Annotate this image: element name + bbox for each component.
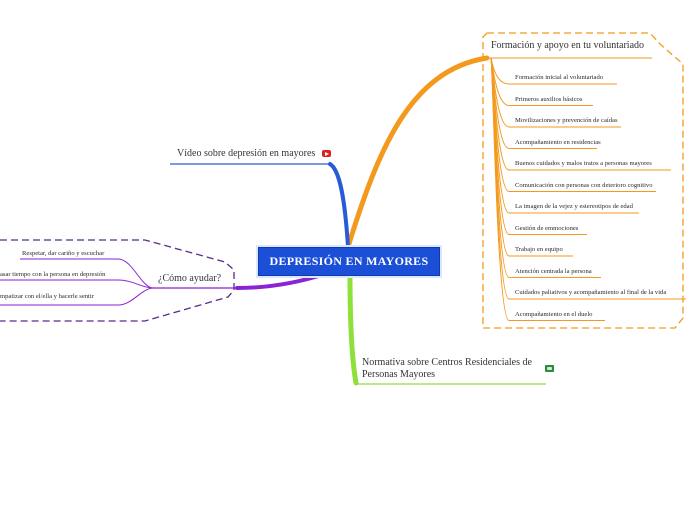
branch-line-formacion	[345, 55, 490, 250]
formacion-subtopic[interactable]: Acompañamiento en residencias	[515, 138, 601, 146]
formacion-subtopic[interactable]: La imagen de la vejez y estereotipos de …	[515, 203, 633, 210]
ayudar-connector-3	[0, 287, 153, 306]
youtube-icon[interactable]	[322, 150, 331, 157]
formacion-subtopic[interactable]: Movilizaciones y prevención de caídas	[515, 117, 618, 124]
ayudar-connector-1	[20, 258, 153, 289]
formacion-subtopic-connector	[490, 57, 639, 214]
formacion-subtopic[interactable]: Formación inicial al voluntariado	[515, 74, 604, 81]
branch-title-ayudar[interactable]: ¿Cómo ayudar?	[158, 273, 222, 284]
formacion-subtopic[interactable]: Atención centrada la persona	[515, 267, 592, 275]
branch-title-video[interactable]: Vídeo sobre depresión en mayores	[177, 148, 316, 159]
branch-title-formacion[interactable]: Formación y apoyo en tu voluntariado	[491, 40, 645, 51]
formacion-subtopic-connector	[490, 57, 605, 321]
branch-line-video	[328, 162, 350, 249]
ayudar-item-empatizar[interactable]: mpatizar con el/ella y hacerle sentir	[0, 293, 94, 300]
formacion-subtopic-connector	[490, 57, 601, 278]
formacion-subtopic[interactable]: Buenos cuidados y malos tratos a persona…	[515, 160, 652, 167]
document-icon[interactable]	[545, 365, 554, 372]
central-topic[interactable]: DEPRESIÓN EN MAYORES	[258, 247, 440, 276]
ayudar-item-respetar[interactable]: Respetar, dar cariño y escuchar	[22, 250, 105, 257]
ayudar-item-pasar-tiempo[interactable]: asar tiempo con la persona en depresión	[0, 271, 106, 278]
branch-line-normativa	[347, 272, 359, 386]
formacion-subtopic-connector	[490, 57, 686, 300]
formacion-subtopic[interactable]: Cuidados paliativos y acompañamiento al …	[515, 289, 667, 296]
formacion-subtopic[interactable]: Comunicación con personas con deterioro …	[515, 181, 653, 189]
ayudar-dashed-frame	[0, 239, 235, 322]
branch-title-normativa-line1[interactable]: Normativa sobre Centros Residenciales de	[362, 357, 532, 368]
branch-title-normativa-line2[interactable]: Personas Mayores	[362, 369, 436, 380]
ayudar-connector-2	[0, 279, 153, 289]
formacion-subtopic[interactable]: Trabajo en equipo	[515, 246, 563, 253]
formacion-subtopic[interactable]: Acompañamiento en el duelo	[515, 310, 593, 318]
formacion-subtopic[interactable]: Primeros auxilios básicos	[515, 95, 583, 103]
formacion-dashed-frame	[482, 32, 684, 329]
branch-line-ayudar	[235, 272, 327, 290]
formacion-subtopic[interactable]: Gestión de emmociones	[515, 224, 579, 232]
formacion-subtopic-connector	[490, 57, 597, 149]
